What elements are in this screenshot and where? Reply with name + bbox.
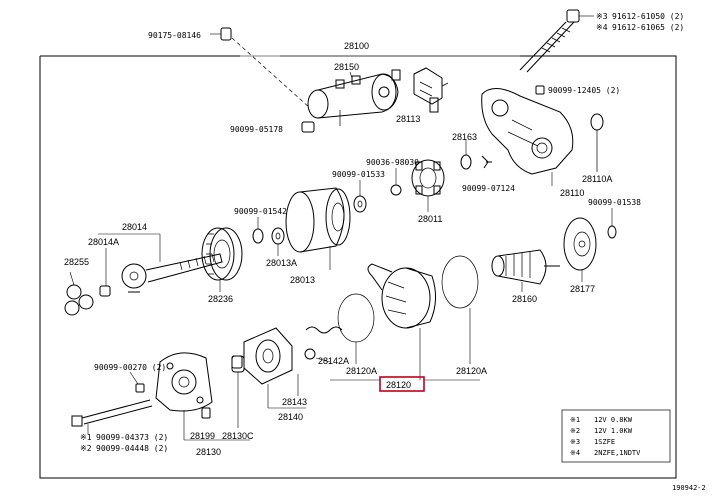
label-28110[interactable]: 28110 <box>560 188 584 198</box>
label-90099-12405[interactable]: 90099-12405 (2) <box>548 86 620 95</box>
note-3-mark: ※3 <box>570 438 580 446</box>
label-28130[interactable]: 28130 <box>196 447 221 457</box>
part-90099-00270[interactable] <box>129 371 145 393</box>
note-3-text: 1SZFE <box>594 438 615 446</box>
label-28177[interactable]: 28177 <box>570 284 595 294</box>
part-28014-shaft[interactable] <box>121 253 223 293</box>
part-28140-clutch[interactable] <box>243 327 293 408</box>
part-90099-12405[interactable] <box>535 85 545 95</box>
label-28236[interactable]: 28236 <box>208 294 233 304</box>
part-28110-housing[interactable] <box>481 88 574 175</box>
part-28255-planet-gears[interactable] <box>64 271 94 316</box>
label-28110A[interactable]: 28110A <box>582 174 612 184</box>
bolt-ref-4-mark: ※4 <box>596 23 608 32</box>
note-4-text: 2NZFE,1NDTV <box>594 449 641 457</box>
part-through-bolt-top[interactable] <box>519 9 580 73</box>
bolt-ref-4-code[interactable]: 91612-61065 (2) <box>612 23 684 32</box>
label-90175[interactable]: 90175-08146 <box>148 31 201 40</box>
label-28013[interactable]: 28013 <box>290 275 315 285</box>
part-28142A-spring[interactable] <box>304 326 343 363</box>
label-28014A[interactable]: 28014A <box>88 237 119 247</box>
part-28014A[interactable] <box>99 248 111 297</box>
bolt-ref-3-mark: ※3 <box>596 12 608 21</box>
part-90036-98030[interactable] <box>390 168 402 196</box>
note-2-text: 12V 1.0KW <box>594 427 633 435</box>
label-28100[interactable]: 28100 <box>344 41 369 51</box>
label-28120A-right[interactable]: 28120A <box>456 366 487 376</box>
label-28130C[interactable]: 28130C <box>222 431 254 441</box>
label-90099-01533[interactable]: 90099-01533 <box>332 170 385 179</box>
label-90099-01542[interactable]: 90099-01542 <box>234 207 287 216</box>
label-90099-04448[interactable]: 90099-04448 (2) <box>96 444 168 453</box>
leader-90175 <box>231 37 311 109</box>
label-90099-01538[interactable]: 90099-01538 <box>588 198 641 207</box>
part-28120A-gasket-left[interactable] <box>337 293 375 343</box>
bolt-ref-3-code[interactable]: 91612-61050 (2) <box>612 12 684 21</box>
part-28120-drive-lever[interactable] <box>367 263 436 329</box>
notes-box: ※1 12V 0.8KW ※2 12V 1.0KW ※3 1SZFE ※4 2N… <box>561 409 671 463</box>
part-90099-01533[interactable] <box>353 180 367 213</box>
label-28142A[interactable]: 28142A <box>318 356 349 366</box>
label-28143[interactable]: 28143 <box>282 397 307 407</box>
part-90099-01542[interactable] <box>252 217 264 244</box>
part-28130C[interactable] <box>231 355 245 428</box>
screw-ref-1-mark: ※1 <box>80 433 92 442</box>
part-28130-housing[interactable] <box>155 352 213 412</box>
note-1-mark: ※1 <box>570 416 580 424</box>
part-28150-magnetic-switch[interactable] <box>307 69 401 126</box>
part-28120A-gasket-right[interactable] <box>441 255 479 309</box>
label-28013A[interactable]: 28013A <box>266 258 297 268</box>
part-28236-internal-gear[interactable] <box>201 227 243 292</box>
part-28113-contact-plate[interactable] <box>413 67 449 113</box>
label-28140[interactable]: 28140 <box>278 412 303 422</box>
part-90099-01538[interactable] <box>607 208 617 239</box>
part-28013-yoke[interactable] <box>285 187 351 253</box>
label-90099-05178[interactable]: 90099-05178 <box>230 125 283 134</box>
label-28014[interactable]: 28014 <box>122 222 147 232</box>
label-28199[interactable]: 28199 <box>190 431 215 441</box>
figure-id: 190942-2 <box>672 484 706 492</box>
label-28120[interactable]: 28120 <box>386 380 411 390</box>
part-28110A-bushing[interactable] <box>590 113 604 172</box>
part-90099-05178[interactable] <box>301 121 315 133</box>
label-28113[interactable]: 28113 <box>396 114 420 124</box>
label-28160[interactable]: 28160 <box>512 294 537 304</box>
part-90099-07124[interactable] <box>481 155 492 169</box>
diagram-frame <box>39 55 677 479</box>
part-28160-armature[interactable] <box>491 249 560 292</box>
label-90099-00270[interactable]: 90099-00270 (2) <box>94 363 166 372</box>
part-28199[interactable] <box>201 407 211 419</box>
part-28163[interactable] <box>460 140 472 170</box>
label-28163[interactable]: 28163 <box>452 132 477 142</box>
label-90099-07124[interactable]: 90099-07124 <box>462 184 515 193</box>
part-90175-bolt[interactable] <box>210 27 232 41</box>
note-4-mark: ※4 <box>570 449 580 457</box>
screw-ref-2-mark: ※2 <box>80 444 92 453</box>
label-28255[interactable]: 28255 <box>64 257 89 267</box>
label-90099-04373[interactable]: 90099-04373 (2) <box>96 433 168 442</box>
note-2-mark: ※2 <box>570 427 580 435</box>
label-90036-98030[interactable]: 90036-98030 <box>366 158 419 167</box>
label-28011[interactable]: 28011 <box>418 214 442 224</box>
part-28177-cover[interactable] <box>563 217 597 282</box>
note-1-text: 12V 0.8KW <box>594 416 633 424</box>
part-through-screws[interactable] <box>71 399 153 434</box>
label-28120A-left[interactable]: 28120A <box>346 366 377 376</box>
label-28150[interactable]: 28150 <box>334 62 359 72</box>
leader-28150 <box>349 71 353 79</box>
part-28013A[interactable] <box>271 227 285 256</box>
highlight-28120 <box>379 376 425 392</box>
